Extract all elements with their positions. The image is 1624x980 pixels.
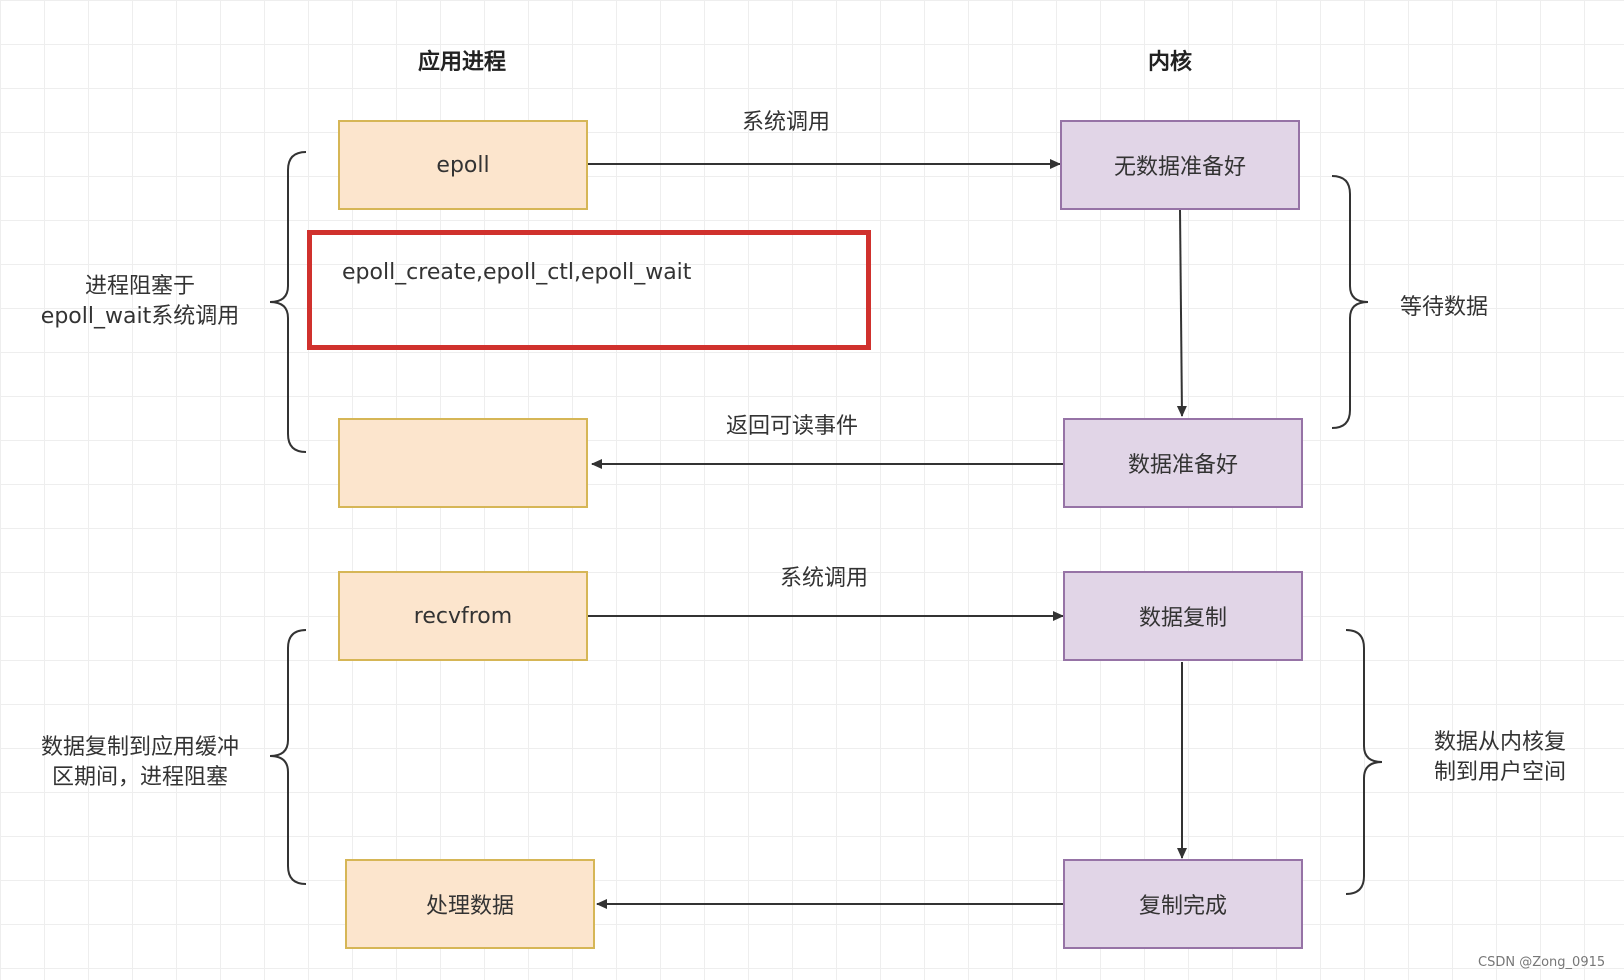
brace-right-top <box>1331 175 1369 429</box>
label-blocked-line2: epoll_wait系统调用 <box>40 304 240 329</box>
node-process-data: 处理数据 <box>345 859 595 949</box>
brace-left-bottom <box>269 629 307 885</box>
label-wait-data: 等待数据 <box>1400 295 1489 320</box>
node-no-data-ready: 无数据准备好 <box>1060 120 1300 210</box>
label-kernel-copy-line2: 制到用户空间 <box>1433 760 1566 785</box>
label-return-readable: 返回可读事件 <box>726 414 859 439</box>
brace-right-bottom <box>1345 629 1383 895</box>
label-blocked-line1: 进程阻塞于 <box>84 274 195 299</box>
node-app-blank <box>338 418 588 508</box>
node-copy-done: 复制完成 <box>1063 859 1303 949</box>
label-kernel-copy-line1: 数据从内核复 <box>1433 730 1566 755</box>
header-app-process: 应用进程 <box>418 50 507 75</box>
highlight-box <box>307 230 871 350</box>
label-copy-blocked: 数据复制到应用缓冲 区期间，进程阻塞 <box>20 733 260 793</box>
node-data-ready: 数据准备好 <box>1063 418 1303 508</box>
node-epoll: epoll <box>338 120 588 210</box>
label-copy-blocked-line2: 区期间，进程阻塞 <box>51 765 228 790</box>
node-data-copy: 数据复制 <box>1063 571 1303 661</box>
highlight-text: epoll_create,epoll_ctl,epoll_wait <box>342 260 692 285</box>
arrow-nodata-to-ready <box>1176 209 1187 417</box>
label-copy-blocked-line1: 数据复制到应用缓冲 <box>40 735 239 760</box>
label-blocked-epoll-wait: 进程阻塞于 epoll_wait系统调用 <box>20 272 260 332</box>
header-kernel: 内核 <box>1148 50 1193 75</box>
label-syscall-1: 系统调用 <box>742 110 831 135</box>
label-kernel-copy: 数据从内核复 制到用户空间 <box>1410 728 1590 788</box>
node-recvfrom: recvfrom <box>338 571 588 661</box>
label-syscall-2: 系统调用 <box>780 566 869 591</box>
watermark: CSDN @Zong_0915 <box>1478 955 1606 970</box>
brace-left-top <box>269 151 307 453</box>
